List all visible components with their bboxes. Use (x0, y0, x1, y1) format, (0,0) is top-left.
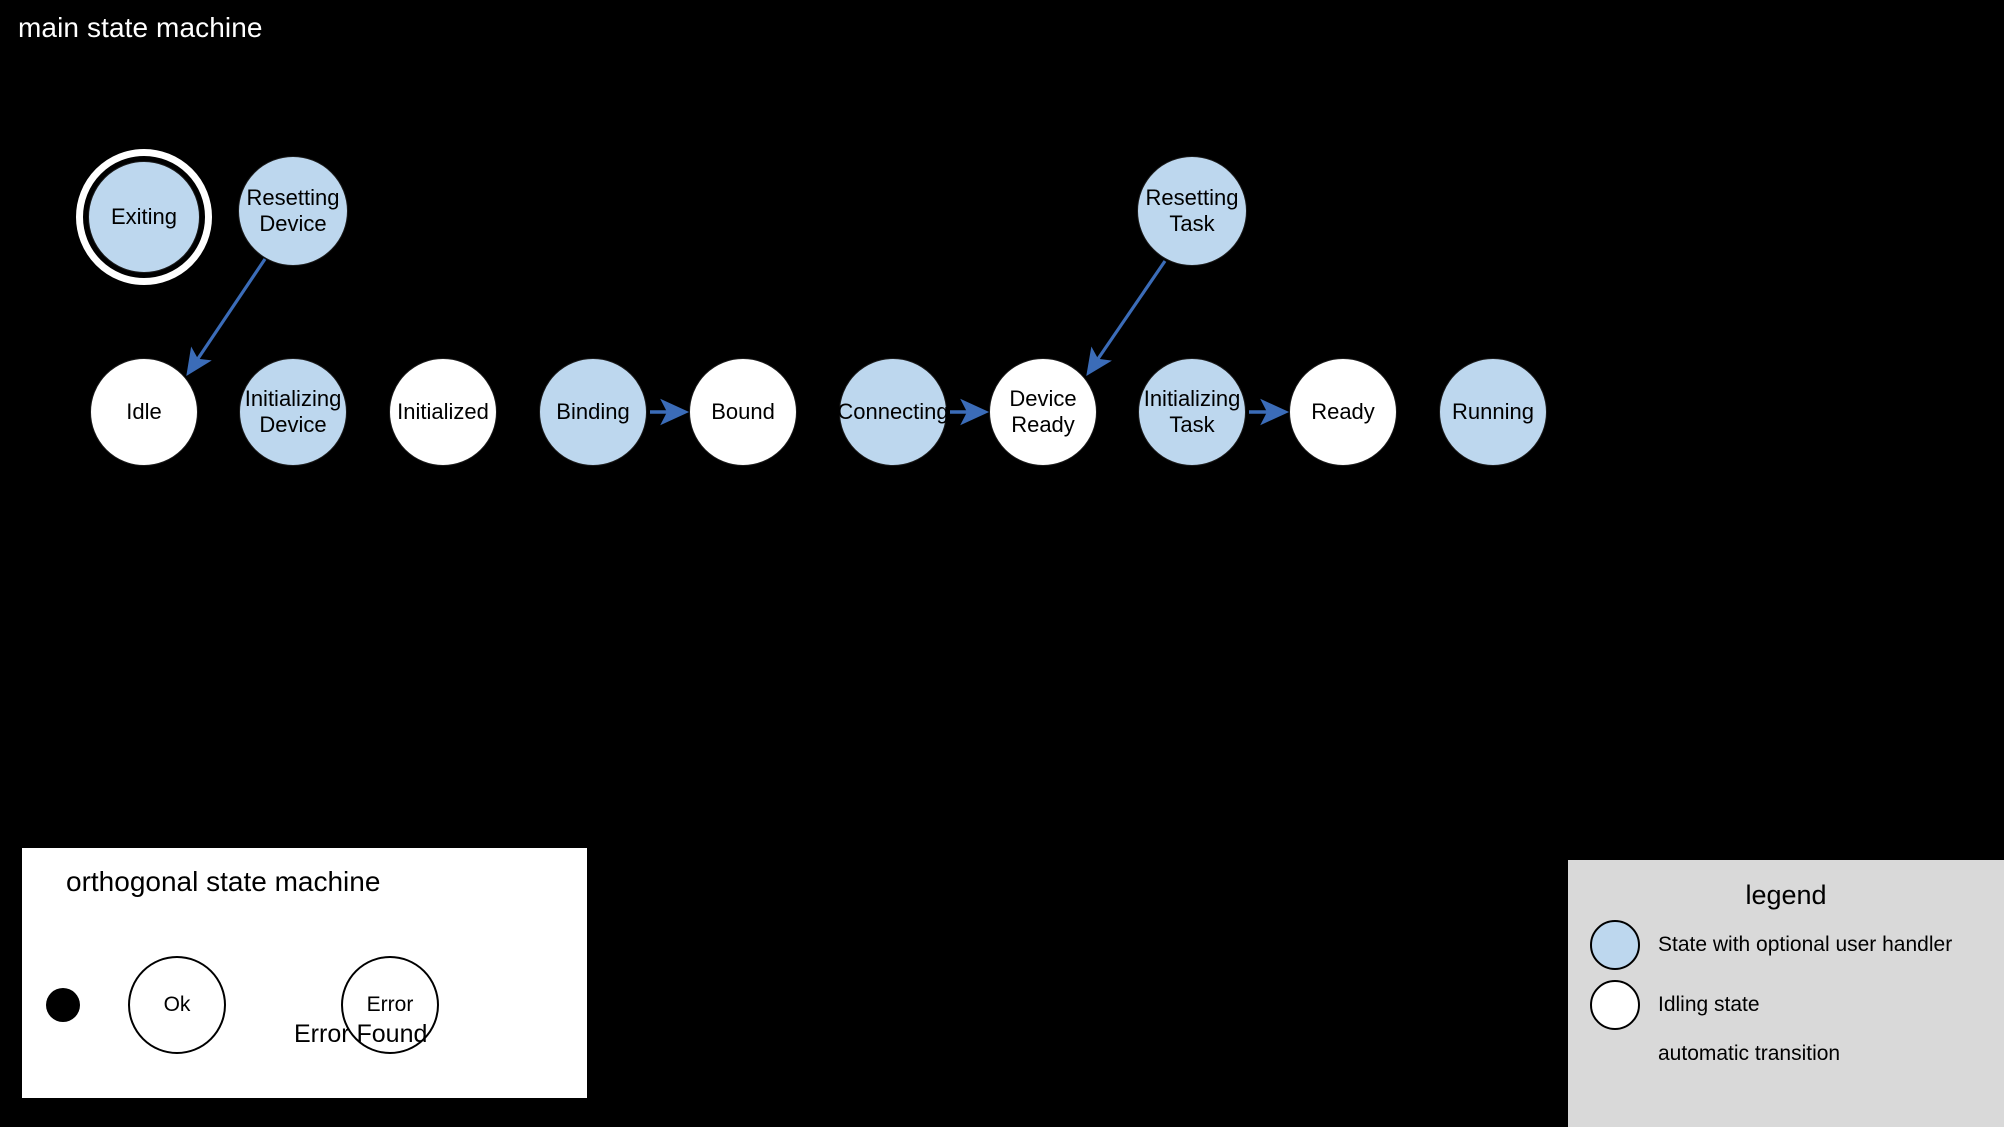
legend-panel: legend State with optional user handler … (1568, 860, 2004, 1127)
state-node-running[interactable]: Running (1439, 358, 1547, 466)
state-node-ready[interactable]: Ready (1289, 358, 1397, 466)
orthogonal-transition-label-error-found: Error Found (294, 1020, 428, 1048)
idling-state-circle-icon (1590, 980, 1640, 1030)
orthogonal-state-node-error[interactable]: Error (341, 956, 439, 1054)
transition-edges (186, 258, 1290, 426)
state-label-binding: Binding (556, 399, 630, 425)
initial-state-dot-icon (46, 988, 80, 1022)
state-label-running: Running (1452, 399, 1534, 425)
legend-title: legend (1745, 880, 1827, 910)
state-label-exiting: Exiting (110, 204, 178, 230)
state-node-initialized[interactable]: Initialized (389, 358, 497, 466)
legend-label-idling-state: Idling state (1658, 993, 1760, 1016)
edge-resetting-task-to-device-ready (1086, 260, 1167, 376)
state-label-ready: Ready (1311, 399, 1375, 425)
edge-resetting-device-to-idle (186, 258, 267, 376)
orthogonal-state-label-ok: Ok (163, 993, 191, 1016)
state-node-idle[interactable]: Idle (90, 358, 198, 466)
automatic-transition-arrow-icon-slot (1590, 1042, 1640, 1066)
page-title: main state machine (18, 12, 263, 43)
state-node-connecting[interactable]: Connecting (837, 358, 949, 466)
handler-state-circle-icon (1590, 920, 1640, 970)
state-label-connecting: Connecting (837, 399, 949, 425)
legend-item-idling-state: Idling state (1590, 980, 1760, 1030)
state-label-initialized: Initialized (397, 399, 489, 425)
state-node-binding[interactable]: Binding (539, 358, 647, 466)
state-node-exiting[interactable]: Exiting (88, 161, 200, 273)
orthogonal-state-machine-panel: orthogonal state machine (22, 848, 587, 1098)
orthogonal-state-label-error: Error (366, 993, 414, 1016)
legend-label-automatic-transition: automatic transition (1658, 1042, 1841, 1065)
orthogonal-state-node-ok[interactable]: Ok (128, 956, 226, 1054)
legend-item-handler-state: State with optional user handler (1590, 920, 1952, 970)
legend-label-handler-state: State with optional user handler (1658, 933, 1953, 956)
legend-item-automatic-transition: automatic transition (1590, 1042, 1840, 1066)
state-label-bound: Bound (711, 399, 775, 425)
state-node-bound[interactable]: Bound (689, 358, 797, 466)
orthogonal-panel-title: orthogonal state machine (66, 866, 381, 897)
state-label-idle: Idle (126, 399, 162, 425)
